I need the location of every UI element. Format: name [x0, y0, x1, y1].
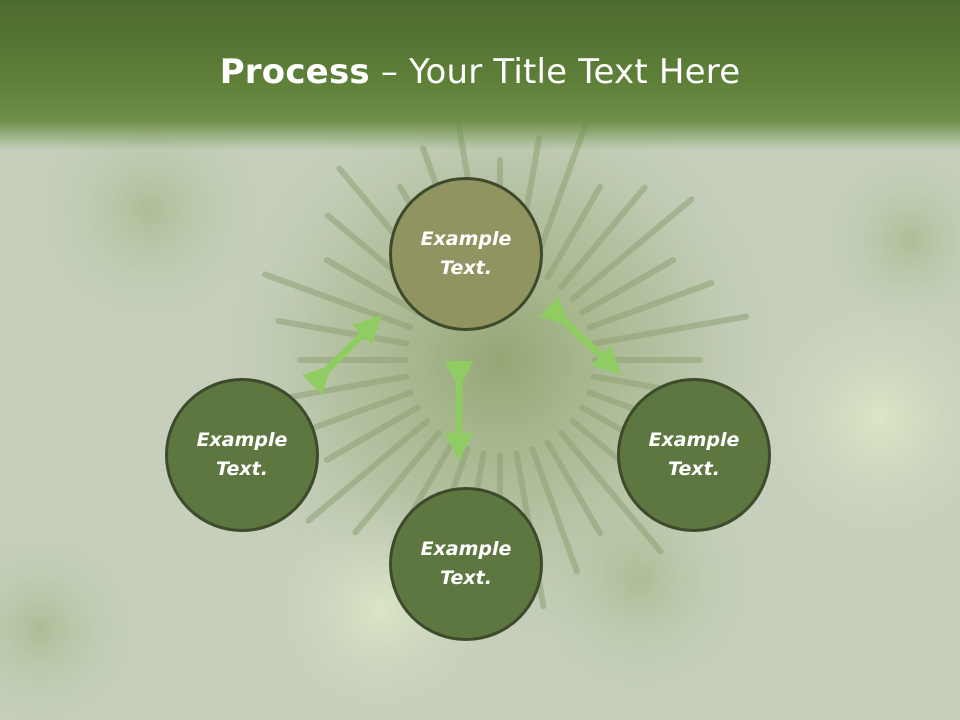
- virus-spike: [558, 429, 664, 555]
- double-arrow-left: [302, 315, 382, 395]
- virus-spike: [323, 257, 421, 316]
- node-label: Example Text.: [420, 228, 512, 279]
- virus-spike: [558, 184, 648, 291]
- title-rest: – Your Title Text Here: [369, 52, 741, 92]
- virus-spike: [544, 439, 603, 537]
- process-node-left: Example Text.: [165, 378, 319, 532]
- process-node-right: Example Text.: [617, 378, 771, 532]
- double-arrow-right: [539, 296, 622, 375]
- node-label: Example Text.: [648, 429, 740, 480]
- process-node-top: Example Text.: [389, 177, 543, 331]
- virus-spike: [262, 271, 414, 331]
- title-band: [0, 0, 960, 150]
- node-label: Example Text.: [420, 538, 512, 589]
- process-node-bottom: Example Text.: [389, 487, 543, 641]
- node-label: Example Text.: [196, 429, 288, 480]
- virus-spike: [544, 183, 603, 281]
- virus-spike: [305, 418, 431, 524]
- title-bold: Process: [219, 52, 370, 92]
- virus-spike: [352, 429, 442, 536]
- slide-title: Process – Your Title Text Here: [0, 52, 960, 92]
- virus-spike: [569, 196, 695, 302]
- virus-spike: [529, 446, 580, 575]
- virus-spike: [323, 404, 421, 463]
